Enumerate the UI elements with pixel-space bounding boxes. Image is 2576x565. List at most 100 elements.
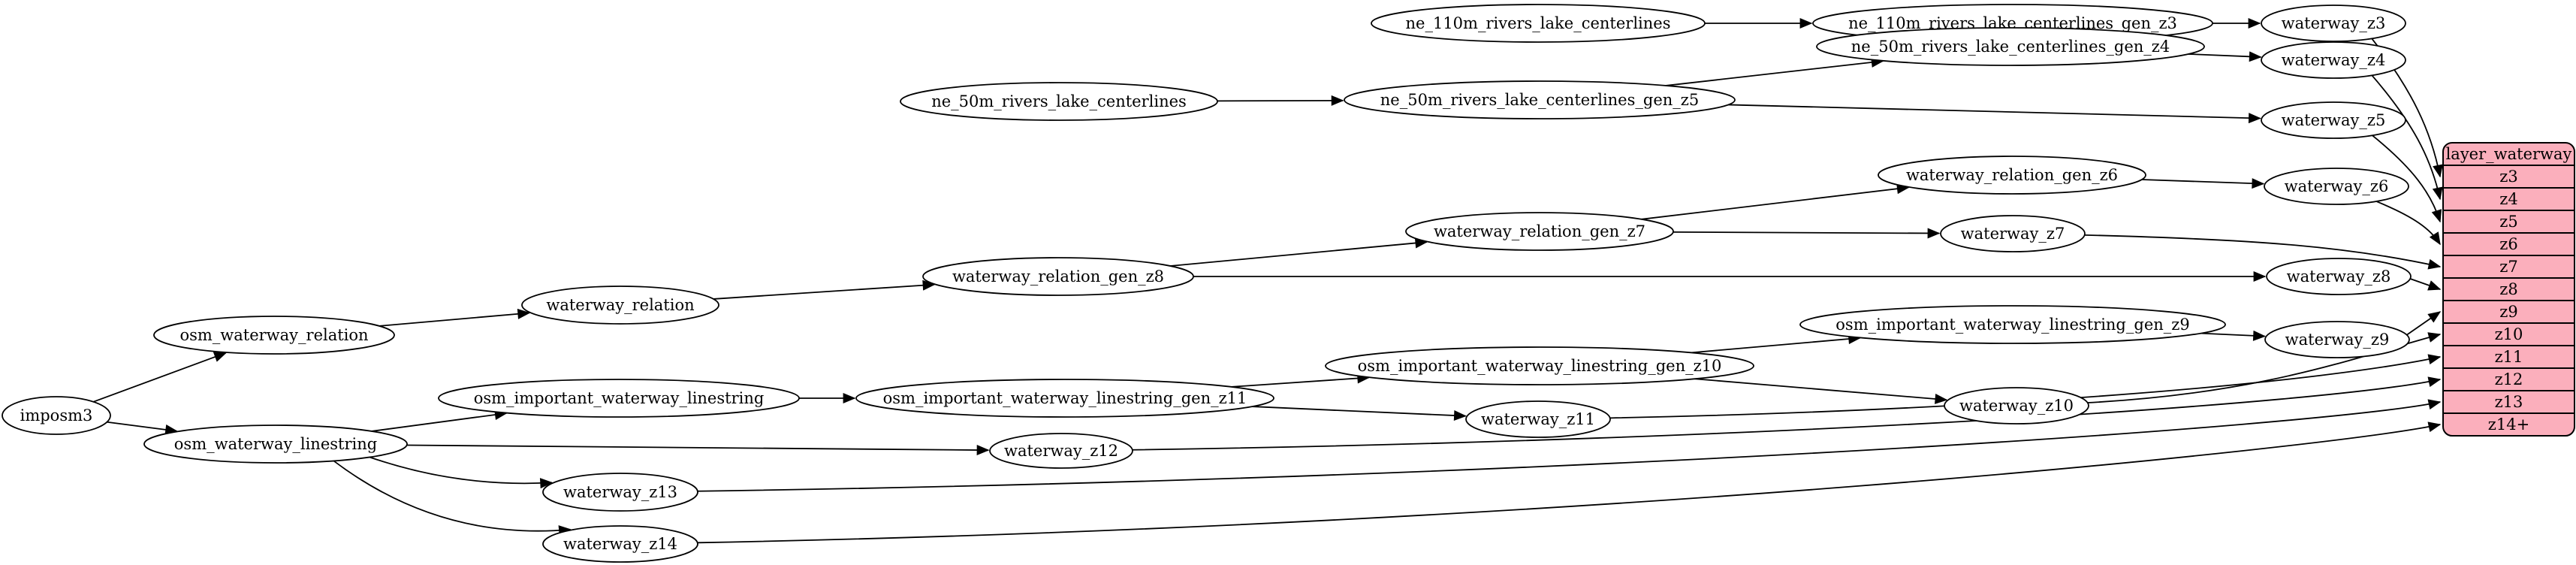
node-waterway_z8: waterway_z8	[2266, 258, 2412, 295]
node-waterway_z12: waterway_z12	[989, 433, 1133, 469]
node-waterway_relation_gen_z8: waterway_relation_gen_z8	[922, 257, 1194, 296]
node-ellipse-imposm3	[2, 396, 111, 435]
node-label-imposm3: imposm3	[20, 406, 93, 425]
node-label-waterway_z13: waterway_z13	[563, 483, 677, 501]
node-label-osm_important_waterway_linestring_gen_z11: osm_important_waterway_linestring_gen_z1…	[883, 389, 1247, 407]
node-waterway_z9: waterway_z9	[2264, 321, 2410, 358]
node-ellipse-waterway_z3	[2261, 5, 2406, 42]
node-waterway_z5: waterway_z5	[2261, 101, 2406, 139]
node-waterway_z14: waterway_z14	[542, 525, 698, 563]
node-waterway_relation_gen_z6: waterway_relation_gen_z6	[1878, 156, 2146, 195]
edges-layer	[93, 18, 2443, 544]
node-label-ne_110m_rivers_lake_centerlines: ne_110m_rivers_lake_centerlines	[1406, 14, 1671, 32]
edge-imposm3-to-osm_waterway_relation	[93, 352, 228, 403]
node-ellipse-waterway_z13	[542, 473, 698, 512]
node-ellipse-waterway_relation_gen_z7	[1405, 212, 1674, 251]
node-ellipse-waterway_z11	[1465, 400, 1611, 438]
node-label-waterway_relation_gen_z6: waterway_relation_gen_z6	[1906, 166, 2118, 184]
node-ellipse-waterway_z7	[1940, 215, 2086, 252]
layer-waterway-table-background	[2442, 142, 2575, 437]
edge-waterway_z6-to-layer_waterway-z6	[2373, 199, 2441, 246]
node-label-waterway_z10: waterway_z10	[1959, 397, 2074, 415]
node-ellipse-ne_110m_rivers_lake_centerlines	[1371, 4, 1706, 43]
node-label-osm_important_waterway_linestring: osm_important_waterway_linestring	[474, 389, 765, 407]
node-ellipse-ne_50m_rivers_lake_centerlines_gen_z5	[1344, 80, 1736, 119]
edge-waterway_relation-to-waterway_relation_gen_z8	[713, 279, 936, 300]
node-ellipse-ne_50m_rivers_lake_centerlines	[900, 82, 1218, 121]
edge-osm_important_waterway_linestring_gen_z11-to-waterway_z11	[1252, 406, 1467, 421]
edge-waterway_relation_gen_z7-to-waterway_relation_gen_z6	[1641, 183, 1910, 220]
node-ellipse-osm_waterway_linestring	[143, 425, 408, 464]
edge-waterway_z12-to-layer_waterway-z12	[1132, 376, 2442, 451]
node-waterway_z6: waterway_z6	[2264, 168, 2409, 205]
node-ellipse-osm_important_waterway_linestring	[438, 379, 800, 418]
node-ellipse-waterway_z14	[542, 525, 698, 563]
node-osm_important_waterway_linestring_gen_z9: osm_important_waterway_linestring_gen_z9	[1799, 305, 2226, 344]
edge-osm_waterway_linestring-to-waterway_z12	[406, 444, 990, 456]
node-ellipse-waterway_relation	[521, 286, 719, 325]
node-ellipse-osm_important_waterway_linestring_gen_z10	[1325, 346, 1754, 385]
node-ellipse-osm_important_waterway_linestring_gen_z9	[1799, 305, 2226, 344]
node-label-waterway_z12: waterway_z12	[1004, 442, 1118, 460]
table-row-label-z5: z5	[2499, 213, 2517, 231]
node-osm_waterway_linestring: osm_waterway_linestring	[143, 425, 408, 464]
node-label-waterway_z5: waterway_z5	[2282, 111, 2386, 129]
table-row-label-z11: z11	[2495, 348, 2523, 366]
edge-waterway_relation_gen_z6-to-waterway_z6	[2141, 178, 2265, 189]
node-osm_important_waterway_linestring: osm_important_waterway_linestring	[438, 379, 800, 418]
node-label-waterway_z4: waterway_z4	[2282, 51, 2386, 69]
node-waterway_z11: waterway_z11	[1465, 400, 1611, 438]
node-label-ne_50m_rivers_lake_centerlines_gen_z5: ne_50m_rivers_lake_centerlines_gen_z5	[1380, 91, 1699, 109]
layer-waterway-table-title: layer_waterway	[2446, 145, 2572, 163]
node-ne_50m_rivers_lake_centerlines_gen_z5: ne_50m_rivers_lake_centerlines_gen_z5	[1344, 80, 1736, 119]
node-ellipse-waterway_relation_gen_z8	[922, 257, 1194, 296]
node-ellipse-ne_50m_rivers_lake_centerlines_gen_z4	[1816, 27, 2205, 66]
node-osm_waterway_relation: osm_waterway_relation	[153, 316, 395, 355]
node-ellipse-waterway_z10	[1944, 387, 2089, 425]
table-row-label-z10: z10	[2495, 325, 2523, 343]
edge-osm_important_waterway_linestring_gen_z9-to-waterway_z9	[2200, 330, 2267, 341]
table-row-label-z3: z3	[2499, 168, 2517, 186]
edge-osm_waterway_linestring-to-waterway_z13	[369, 456, 554, 489]
table-row-label-z14plus: z14+	[2488, 415, 2529, 434]
node-ne_50m_rivers_lake_centerlines: ne_50m_rivers_lake_centerlines	[900, 82, 1218, 121]
node-ellipse-waterway_relation_gen_z6	[1878, 156, 2146, 195]
node-ellipse-waterway_z4	[2261, 41, 2406, 79]
node-waterway_relation: waterway_relation	[521, 286, 719, 325]
node-label-osm_important_waterway_linestring_gen_z9: osm_important_waterway_linestring_gen_z9	[1835, 316, 2189, 334]
node-ne_110m_rivers_lake_centerlines: ne_110m_rivers_lake_centerlines	[1371, 4, 1706, 43]
node-label-waterway_relation_gen_z8: waterway_relation_gen_z8	[952, 267, 1164, 286]
node-waterway_z3: waterway_z3	[2261, 5, 2406, 42]
node-label-waterway_z9: waterway_z9	[2285, 331, 2390, 349]
edge-osm_important_waterway_linestring_gen_z11-to-osm_important_waterway_linestring_gen_z10	[1231, 373, 1371, 388]
edge-osm_waterway_relation-to-waterway_relation	[379, 308, 531, 327]
node-osm_important_waterway_linestring_gen_z11: osm_important_waterway_linestring_gen_z1…	[855, 379, 1274, 418]
node-waterway_z10: waterway_z10	[1944, 387, 2089, 425]
edge-waterway_z4-to-layer_waterway-z4	[2370, 74, 2443, 201]
node-label-waterway_relation_gen_z7: waterway_relation_gen_z7	[1434, 222, 1645, 240]
node-label-waterway_z11: waterway_z11	[1481, 410, 1595, 428]
edge-ne_50m_rivers_lake_centerlines_gen_z5-to-ne_50m_rivers_lake_centerlines_gen_z4	[1666, 56, 1884, 86]
node-ellipse-waterway_z8	[2266, 258, 2412, 295]
node-osm_important_waterway_linestring_gen_z10: osm_important_waterway_linestring_gen_z1…	[1325, 346, 1754, 385]
table-row-label-z9: z9	[2499, 303, 2517, 321]
edge-waterway_z13-to-layer_waterway-z13	[697, 399, 2442, 492]
node-waterway_relation_gen_z7: waterway_relation_gen_z7	[1405, 212, 1674, 251]
node-ellipse-osm_important_waterway_linestring_gen_z11	[855, 379, 1274, 418]
node-label-waterway_z6: waterway_z6	[2285, 177, 2389, 195]
node-ellipse-waterway_z12	[989, 433, 1133, 469]
table-row-label-z13: z13	[2495, 393, 2523, 411]
edge-waterway_relation_gen_z8-to-waterway_relation_gen_z7	[1170, 237, 1428, 267]
edge-waterway_relation_gen_z7-to-waterway_z7	[1673, 228, 1941, 239]
edge-osm_important_waterway_linestring_gen_z10-to-osm_important_waterway_linestring_gen_z9	[1691, 334, 1862, 354]
table-row-label-z4: z4	[2499, 190, 2517, 208]
table-row-label-z12: z12	[2495, 370, 2523, 388]
edge-waterway_z11-to-layer_waterway-z11	[1609, 354, 2442, 419]
table-row-label-z6: z6	[2499, 235, 2517, 253]
nodes-layer: imposm3 osm_waterway_relation osm_waterway…	[2, 4, 2412, 563]
node-ellipse-waterway_z6	[2264, 168, 2409, 205]
layer-waterway-table: layer_waterwayz3z4z5z6z7z8z9z10z11z12z13…	[2442, 142, 2575, 437]
edge-ne_50m_rivers_lake_centerlines_gen_z4-to-waterway_z4	[2188, 51, 2262, 62]
